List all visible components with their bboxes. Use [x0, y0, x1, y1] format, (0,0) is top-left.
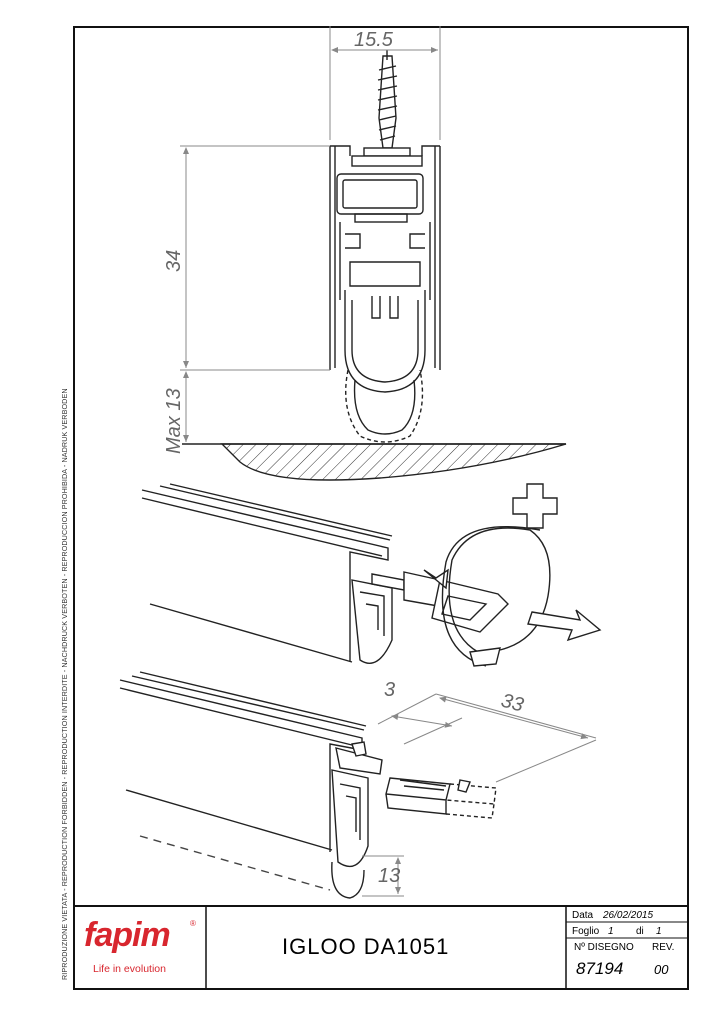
svg-text:®: ® [190, 919, 196, 928]
cross-section-view [329, 50, 441, 443]
cut-insert-view [119, 671, 497, 899]
dimension-lines-top [180, 26, 441, 442]
title-block: fapim ® Life in evolution IGLOO DA1051 D… [74, 905, 688, 989]
dim-height: 34 [163, 250, 185, 272]
date-value: 26/02/2015 [602, 910, 653, 921]
removal-view [141, 483, 602, 667]
sheet-value: 1 [608, 926, 614, 937]
rev-value: 00 [654, 962, 669, 977]
fapim-logo: fapim ® Life in evolution [84, 916, 196, 975]
dim-max: Max 13 [163, 388, 185, 454]
rev-label: REV. [652, 942, 674, 953]
drawing-no-value: 87194 [576, 959, 623, 978]
extraction-tool-icon [371, 568, 509, 633]
floor-section [182, 443, 567, 481]
plus-icon [512, 483, 558, 529]
of-value: 1 [656, 926, 662, 937]
screw-icon [351, 50, 423, 167]
dimension-lines-bottom [362, 693, 597, 897]
cut-seal-piece [385, 777, 451, 815]
dim-width-top: 15.5 [354, 29, 394, 51]
product-title: IGLOO DA1051 [282, 934, 449, 959]
dim-cut-short: 3 [384, 679, 395, 701]
brand-tagline: Life in evolution [93, 963, 166, 975]
seal-gasket [344, 290, 426, 393]
door-profile-section [329, 145, 441, 370]
dim-drop: 13 [378, 865, 400, 887]
of-label: di [636, 926, 644, 937]
svg-text:fapim: fapim [84, 916, 170, 954]
date-label: Data [572, 910, 594, 921]
drawing-border [73, 26, 689, 990]
profile-bar-bottom [119, 671, 367, 852]
pull-arrow-icon [527, 609, 602, 642]
sheet-label: Foglio [572, 926, 600, 937]
drawing-no-label: Nº DISEGNO [574, 942, 634, 953]
profile-bar-middle [141, 483, 393, 663]
